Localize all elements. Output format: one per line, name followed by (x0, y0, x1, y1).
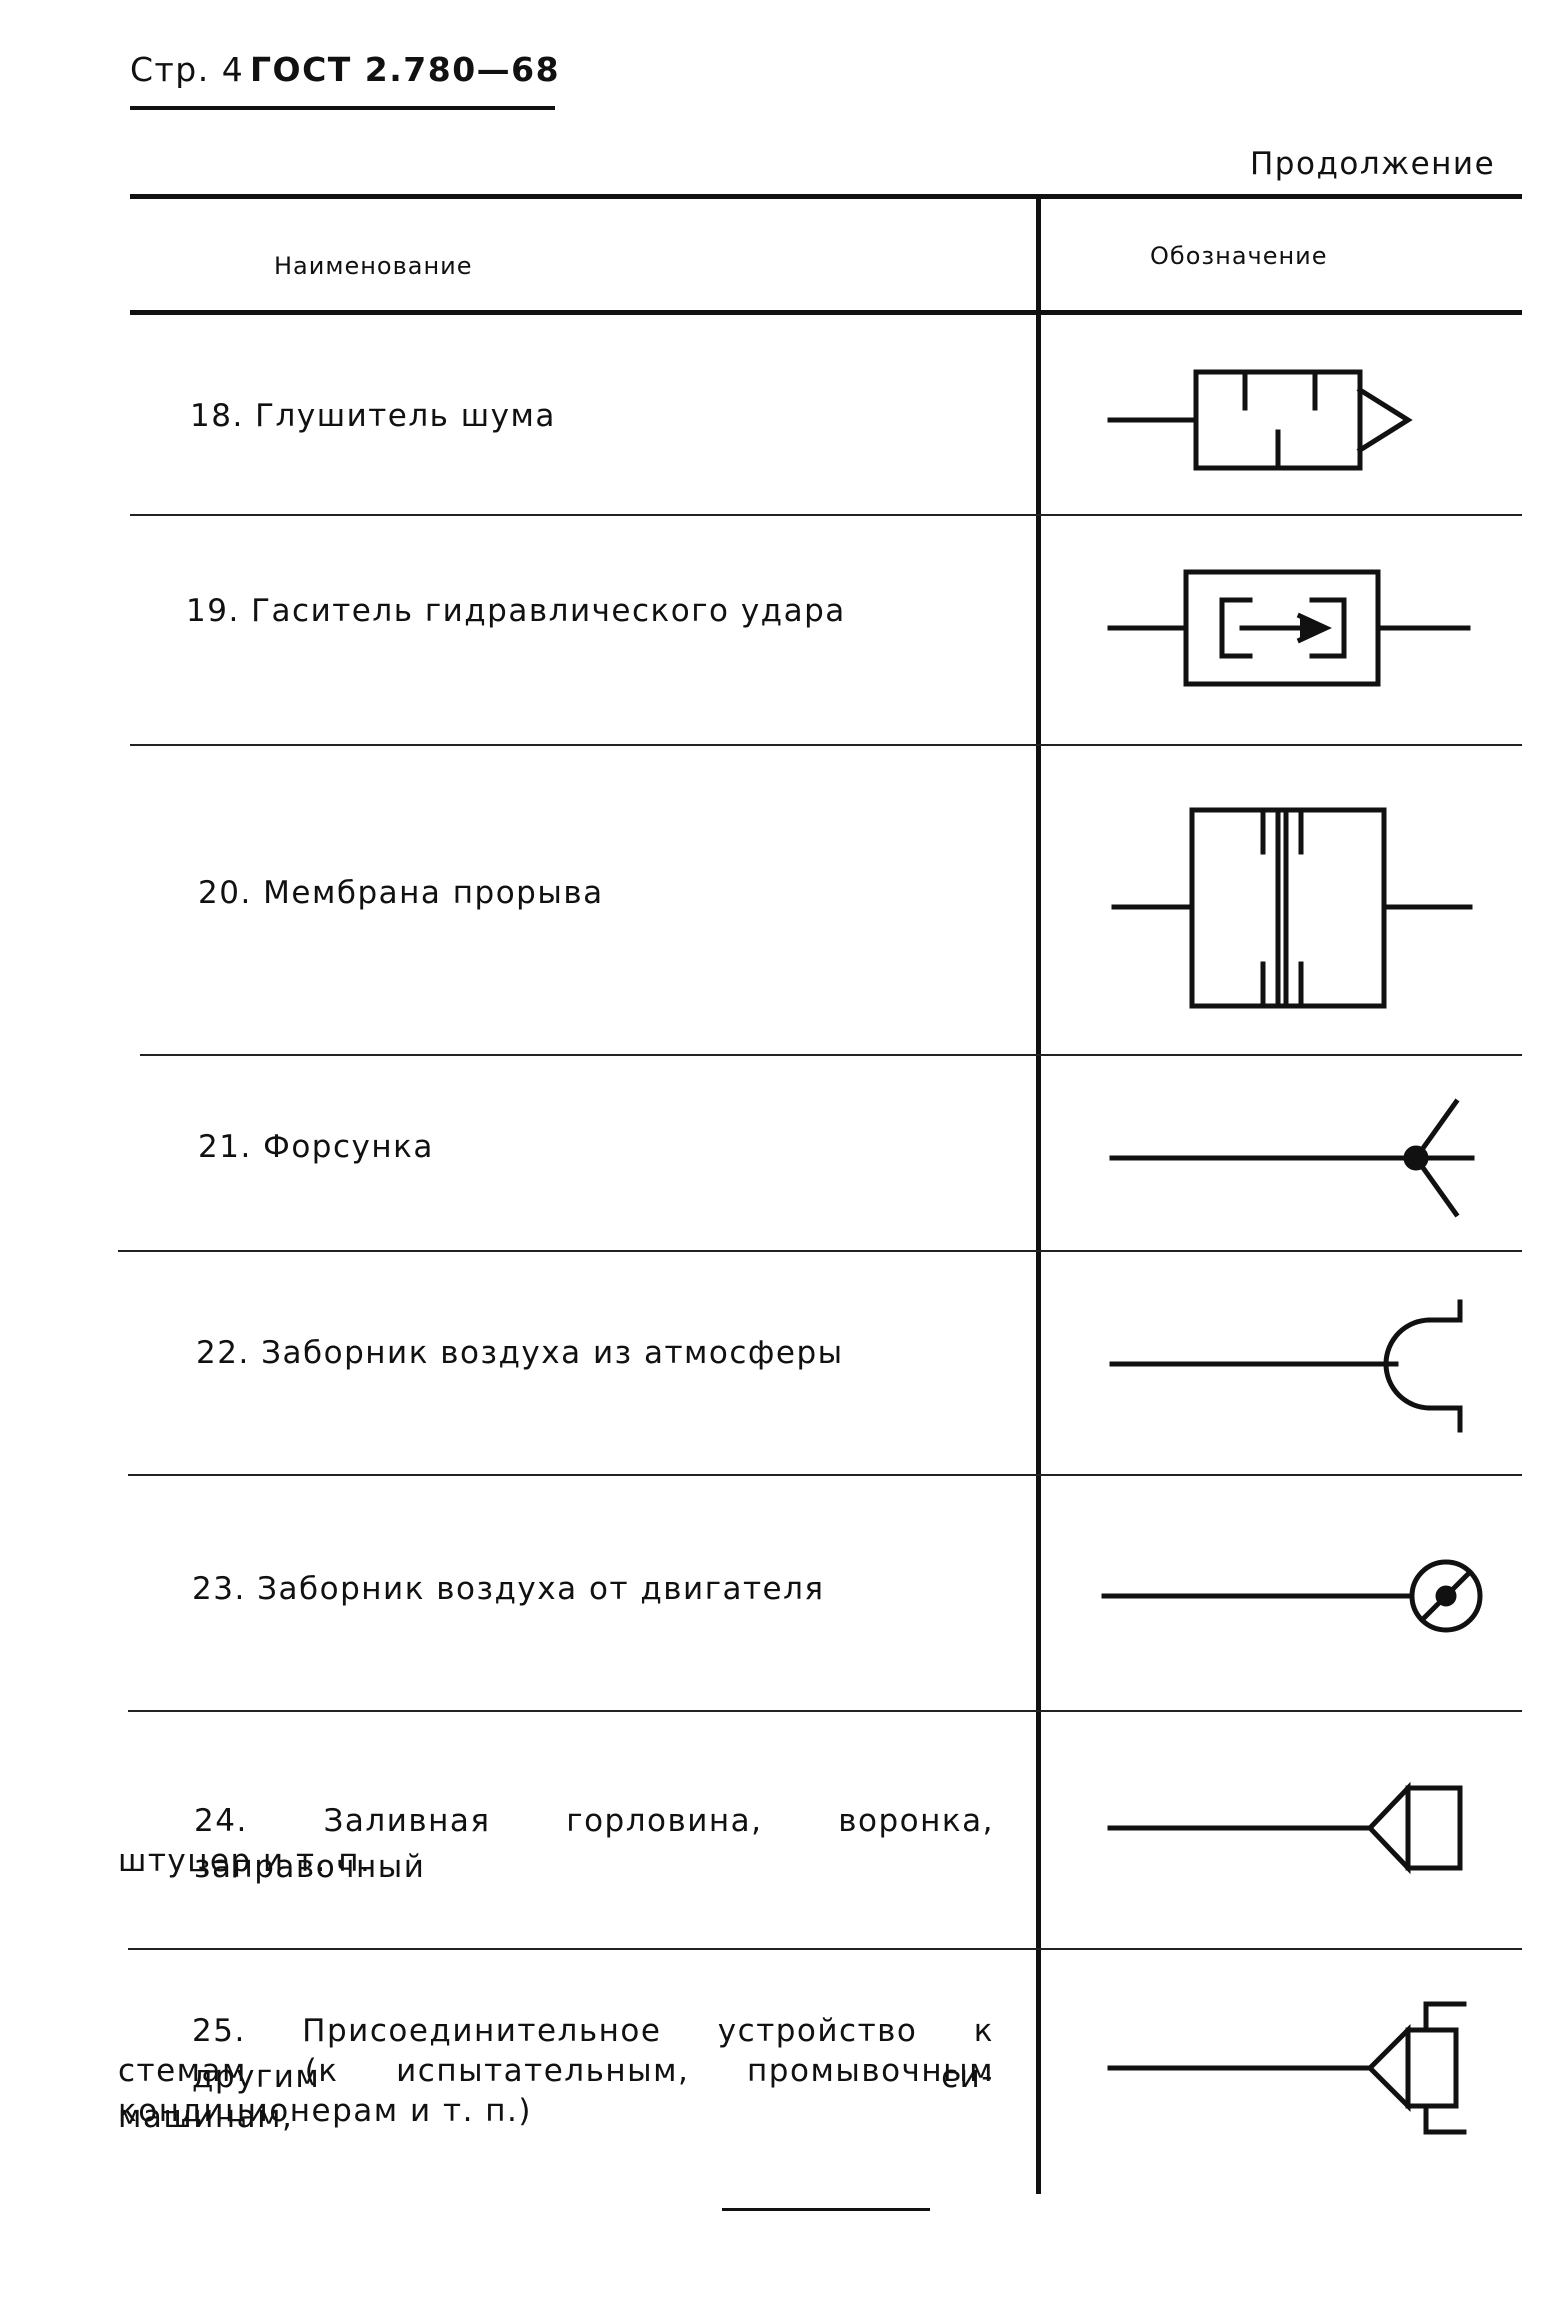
row-label-25-line2: стемам (к испытательным, промывочным маш… (118, 2053, 994, 2135)
continuation-label: Продолжение (1250, 146, 1496, 182)
row-separator (130, 744, 1522, 746)
row-label-25-line1: 25. Присоединительное устройство к други… (192, 2013, 994, 2095)
table-column-divider (1036, 194, 1041, 2194)
page-label: Стр. 4 (130, 50, 245, 89)
row-label-18: 18. Глушитель шума (190, 398, 556, 434)
air-intake-engine-symbol (1101, 1559, 1483, 1633)
row-label-25-line3: кондиционерам и т. п.) (118, 2093, 532, 2129)
table-top-rule (130, 194, 1522, 199)
row-label-22: 22. Заборник воздуха из атмосферы (196, 1335, 844, 1371)
row-separator (128, 1474, 1522, 1476)
row-label-24-line1: 24. Заливная горловина, воронка, заправо… (194, 1803, 994, 1885)
connector-device-symbol (1107, 2001, 1467, 2135)
row-separator (130, 514, 1522, 516)
water-hammer-damper-symbol (1107, 569, 1471, 687)
row-label-20: 20. Мембрана прорыва (198, 875, 604, 911)
row-label-24-line2: штуцер и т. п. (118, 1843, 372, 1879)
burst-membrane-symbol (1111, 807, 1473, 1009)
table-header-rule (130, 310, 1522, 315)
muffler-symbol (1107, 369, 1413, 471)
column-header-name: Наименование (274, 252, 473, 280)
nozzle-symbol (1109, 1098, 1475, 1218)
column-header-symbol: Обозначение (1150, 242, 1328, 270)
row-label-21: 21. Форсунка (198, 1129, 434, 1165)
row-separator (118, 1250, 1522, 1252)
air-intake-atmosphere-symbol (1109, 1299, 1463, 1433)
standard-title: ГОСТ 2.780—68 (250, 50, 561, 89)
row-label-23: 23. Заборник воздуха от двигателя (192, 1571, 825, 1607)
filler-neck-symbol (1107, 1781, 1463, 1875)
row-separator (128, 1710, 1522, 1712)
row-separator (128, 1948, 1522, 1950)
row-label-19: 19. Гаситель гидравлического удара (186, 593, 846, 629)
header-underline (130, 106, 555, 110)
row-separator (140, 1054, 1522, 1056)
end-rule (722, 2208, 930, 2211)
